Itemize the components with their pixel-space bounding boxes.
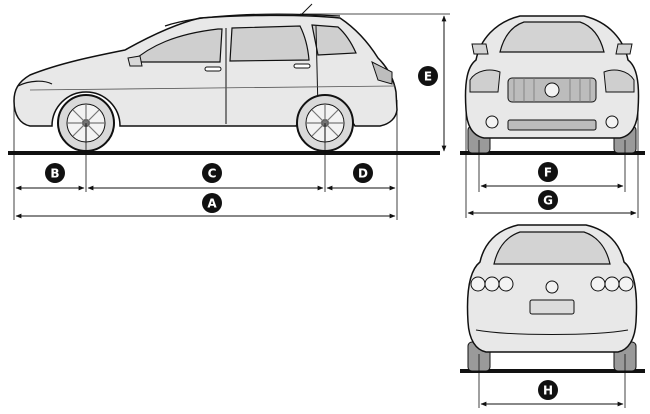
label-c: C (208, 167, 217, 181)
fog-light-right (605, 115, 619, 129)
rear-plate-recess (529, 299, 575, 315)
tail-lights-right (590, 276, 634, 292)
label-f-badge: F (538, 162, 558, 182)
side-window-rear (229, 25, 310, 62)
label-b: B (50, 167, 59, 181)
rear-bumper-line (475, 329, 629, 335)
front-mirror-right (615, 43, 633, 55)
label-f: F (544, 166, 552, 180)
tail-lights-left (470, 276, 514, 292)
side-view (8, 3, 450, 220)
label-a: A (207, 197, 217, 211)
rear-view (460, 224, 645, 408)
front-badge (544, 82, 560, 98)
headlight-right (603, 69, 635, 93)
side-mirror (127, 55, 143, 67)
label-h: H (543, 384, 553, 398)
label-b-badge: B (45, 163, 65, 183)
side-taillight (371, 61, 393, 85)
rear-window (493, 231, 611, 265)
side-headlight (17, 80, 53, 87)
roof-rail (164, 13, 341, 27)
front-windshield (499, 21, 605, 53)
side-window-quarter (311, 24, 357, 56)
label-g-badge: G (538, 190, 558, 210)
label-e: E (424, 70, 432, 84)
door-handle-rear (293, 63, 311, 69)
label-c-badge: C (202, 163, 222, 183)
label-g: G (543, 194, 553, 208)
side-window-front (130, 28, 223, 63)
label-d: D (358, 167, 368, 181)
rear-badge (545, 280, 559, 294)
door-handle-front (204, 66, 222, 72)
label-a-badge: A (202, 193, 222, 213)
lower-intake (507, 119, 597, 131)
label-e-badge: E (418, 66, 438, 86)
headlight-left (469, 69, 501, 93)
front-view (460, 15, 645, 218)
fog-light-left (485, 115, 499, 129)
label-d-badge: D (353, 163, 373, 183)
label-h-badge: H (538, 380, 558, 400)
body-crease (29, 85, 396, 91)
front-mirror-left (471, 43, 489, 55)
